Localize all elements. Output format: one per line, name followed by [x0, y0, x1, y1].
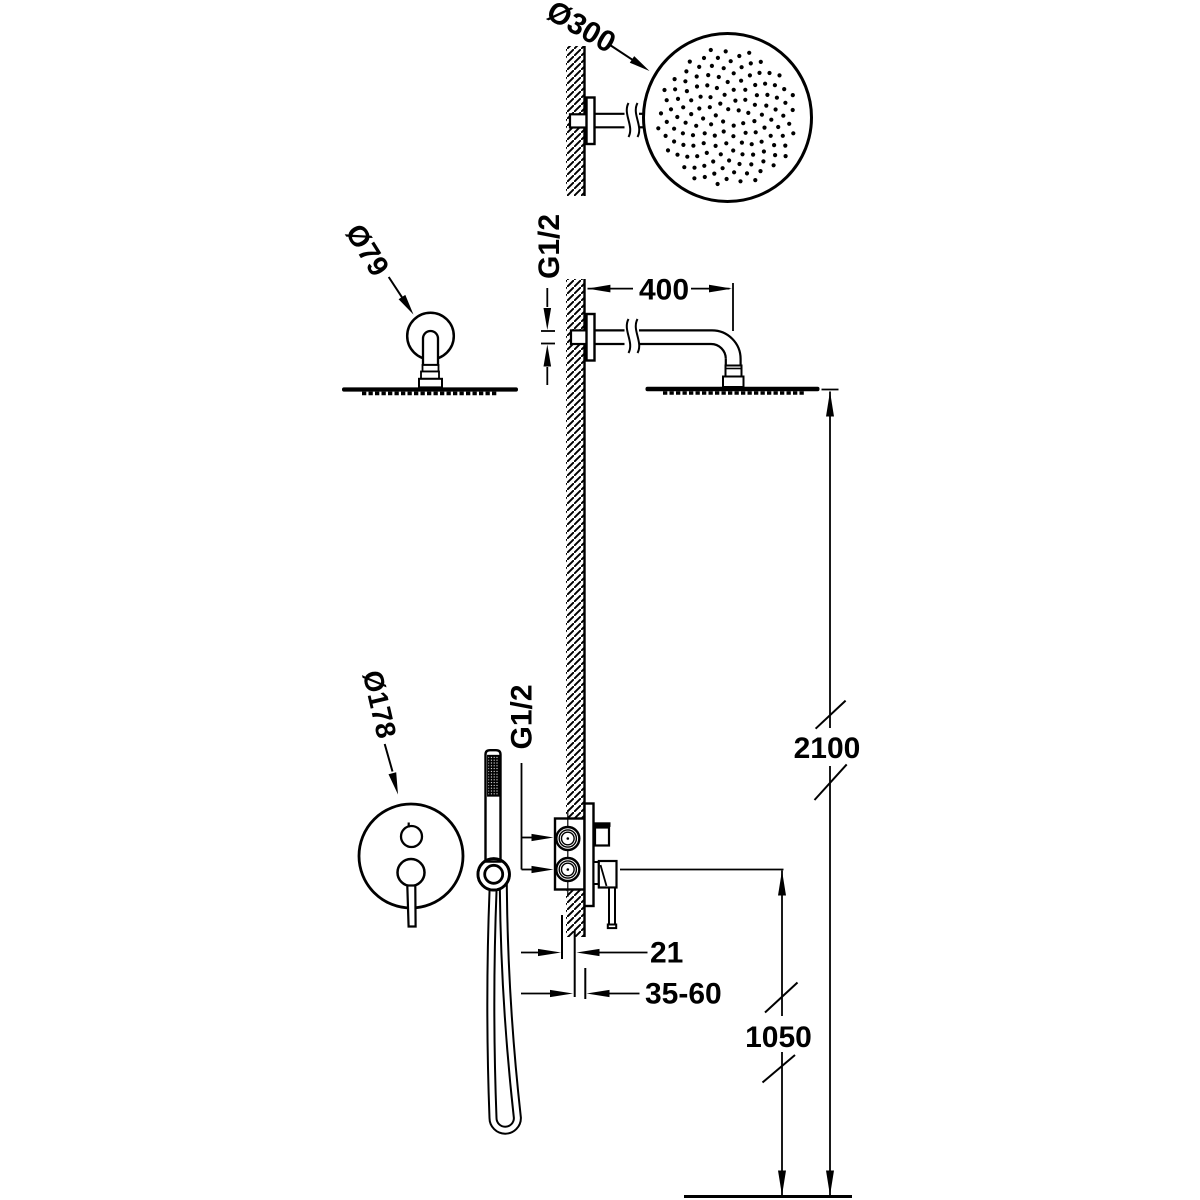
- svg-text:35-60: 35-60: [645, 978, 722, 1011]
- svg-text:2100: 2100: [794, 732, 861, 765]
- svg-text:G1/2: G1/2: [506, 684, 539, 749]
- svg-text:Ø178: Ø178: [357, 667, 403, 741]
- svg-text:G1/2: G1/2: [533, 214, 566, 279]
- svg-text:Ø79: Ø79: [339, 219, 395, 282]
- svg-text:21: 21: [650, 937, 683, 970]
- svg-text:400: 400: [639, 274, 689, 307]
- svg-text:1050: 1050: [745, 1021, 812, 1054]
